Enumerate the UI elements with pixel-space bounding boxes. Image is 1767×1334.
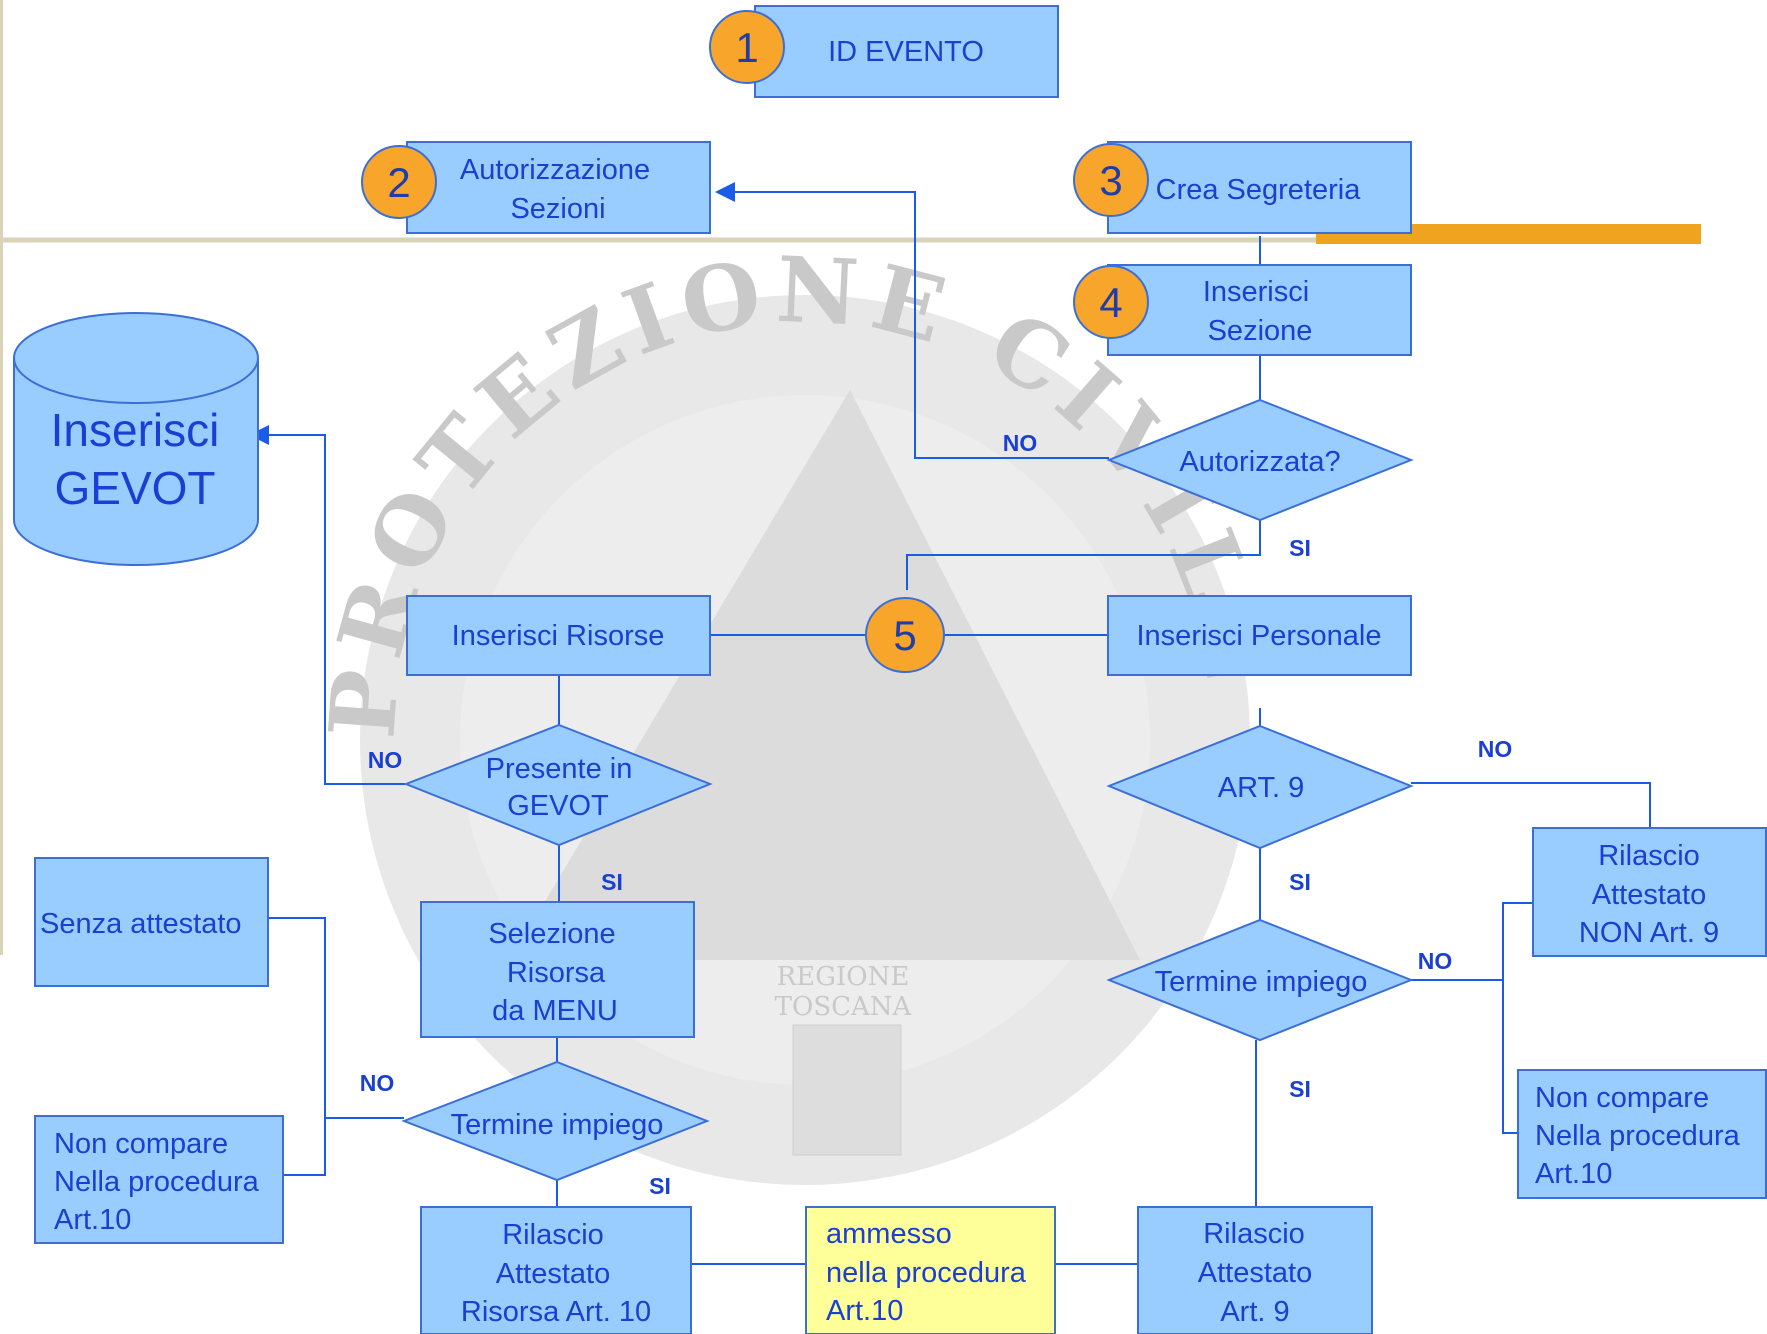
accent-bar: [1316, 224, 1701, 244]
decision-art9: ART. 9: [1106, 724, 1414, 850]
rilascio-art9-line1: Rilascio: [1203, 1218, 1305, 1250]
step-number-3: 3: [1099, 157, 1122, 204]
presente-gevot-line2: GEVOT: [507, 790, 609, 822]
art9-label: ART. 9: [1218, 772, 1305, 804]
rilascio-risorsa-line2: Attestato: [496, 1258, 610, 1290]
ammesso-line1: ammesso: [826, 1218, 952, 1250]
node-rilascio-non-art9: Rilascio Attestato NON Art. 9: [1532, 827, 1767, 957]
non-compare-right-line3: Art.10: [1535, 1158, 1612, 1190]
autorizzata-label: Autorizzata?: [1179, 446, 1340, 478]
autorizzazione-line1: Autorizzazione: [460, 154, 650, 186]
label-si-art9: SI: [1289, 869, 1311, 895]
step-number-1: 1: [735, 24, 758, 71]
label-no-termine-left: NO: [360, 1070, 395, 1096]
rilascio-art9-line2: Attestato: [1198, 1257, 1312, 1289]
inserisci-sezione-line2: Sezione: [1208, 315, 1313, 347]
watermark-region-line2: TOSCANA: [775, 992, 913, 1022]
label-no-autorizzata: NO: [1003, 430, 1038, 456]
node-inserisci-risorse: Inserisci Risorse: [406, 595, 711, 676]
presente-gevot-line1: Presente in: [486, 753, 633, 785]
gevot-line1: Inserisci: [51, 404, 220, 456]
step-badges: 1 2 3 4 5: [361, 10, 1149, 673]
decision-autorizzata: Autorizzata?: [1106, 398, 1414, 522]
label-si-gevot: SI: [601, 869, 623, 895]
crea-segreteria-label: Crea Segreteria: [1156, 174, 1362, 206]
decision-termine-impiego-right: Termine impiego: [1106, 918, 1414, 1042]
watermark-region-line1: REGIONE: [777, 962, 910, 992]
node-ammesso-procedura: ammesso nella procedura Art.10: [805, 1206, 1056, 1334]
node-inserisci-sezione: Inserisci Sezione: [1107, 264, 1412, 356]
selezione-risorsa-line3: da MENU: [492, 995, 618, 1027]
node-id-evento: ID EVENTO: [754, 5, 1059, 98]
step-number-2: 2: [387, 159, 410, 206]
step-badge-5: 5: [865, 597, 945, 673]
rilascio-non-art9-line1: Rilascio: [1598, 840, 1700, 872]
inserisci-personale-label: Inserisci Personale: [1137, 620, 1382, 652]
inserisci-risorse-label: Inserisci Risorse: [452, 620, 665, 652]
node-autorizzazione-sezioni: Autorizzazione Sezioni: [406, 141, 711, 234]
label-no-art9: NO: [1478, 736, 1513, 762]
rilascio-risorsa-line1: Rilascio: [502, 1219, 604, 1251]
non-compare-left-line1: Non compare: [54, 1128, 228, 1160]
decision-presente-gevot: Presente in GEVOT: [403, 723, 713, 847]
termine-impiego-right-label: Termine impiego: [1155, 966, 1368, 998]
senza-attestato-label: Senza attestato: [40, 908, 242, 940]
selezione-risorsa-line2: Risorsa: [507, 957, 606, 989]
rilascio-risorsa-line3: Risorsa Art. 10: [461, 1296, 651, 1328]
gevot-line2: GEVOT: [54, 462, 215, 514]
id-evento-label: ID EVENTO: [828, 36, 984, 68]
inserisci-sezione-line1: Inserisci: [1203, 276, 1309, 308]
step-badge-2: 2: [361, 145, 437, 219]
non-compare-right-line2: Nella procedura: [1535, 1120, 1741, 1152]
node-rilascio-risorsa-art10: Rilascio Attestato Risorsa Art. 10: [420, 1206, 692, 1334]
database-inserisci-gevot: Inserisci GEVOT: [13, 312, 259, 566]
connectors: [249, 182, 1651, 1265]
node-senza-attestato: Senza attestato: [34, 857, 269, 987]
label-no-termine-right: NO: [1418, 948, 1453, 974]
node-inserisci-personale: Inserisci Personale: [1107, 595, 1412, 676]
termine-impiego-left-label: Termine impiego: [451, 1109, 664, 1141]
label-si-autorizzata: SI: [1289, 535, 1311, 561]
ammesso-line2: nella procedura: [826, 1257, 1027, 1289]
non-compare-left-line2: Nella procedura: [54, 1166, 260, 1198]
label-no-gevot: NO: [368, 747, 403, 773]
step-badge-3: 3: [1073, 143, 1149, 217]
rilascio-non-art9-line3: NON Art. 9: [1579, 917, 1719, 949]
node-rilascio-art9: Rilascio Attestato Art. 9: [1137, 1206, 1373, 1334]
rilascio-non-art9-line2: Attestato: [1592, 879, 1706, 911]
step-number-5: 5: [893, 612, 916, 659]
non-compare-right-line1: Non compare: [1535, 1082, 1709, 1114]
node-crea-segreteria: Crea Segreteria: [1107, 141, 1412, 234]
ammesso-line3: Art.10: [826, 1295, 903, 1327]
autorizzazione-line2: Sezioni: [510, 193, 605, 225]
region-crest-icon: [792, 1024, 902, 1156]
node-non-compare-right: Non compare Nella procedura Art.10: [1517, 1069, 1767, 1199]
non-compare-left-line3: Art.10: [54, 1204, 131, 1236]
step-number-4: 4: [1099, 279, 1122, 326]
step-badge-4: 4: [1073, 265, 1149, 339]
decision-termine-impiego-left: Termine impiego: [401, 1060, 710, 1182]
label-si-termine-right: SI: [1289, 1076, 1311, 1102]
step-badge-1: 1: [709, 10, 785, 84]
selezione-risorsa-line1: Selezione: [488, 918, 615, 950]
edge-labels: NO SI NO SI NO SI NO SI NO SI: [360, 430, 1513, 1199]
rilascio-art9-line3: Art. 9: [1220, 1296, 1289, 1328]
node-selezione-risorsa: Selezione Risorsa da MENU: [420, 901, 695, 1038]
label-si-termine-left: SI: [649, 1173, 671, 1199]
node-non-compare-left: Non compare Nella procedura Art.10: [34, 1115, 284, 1244]
